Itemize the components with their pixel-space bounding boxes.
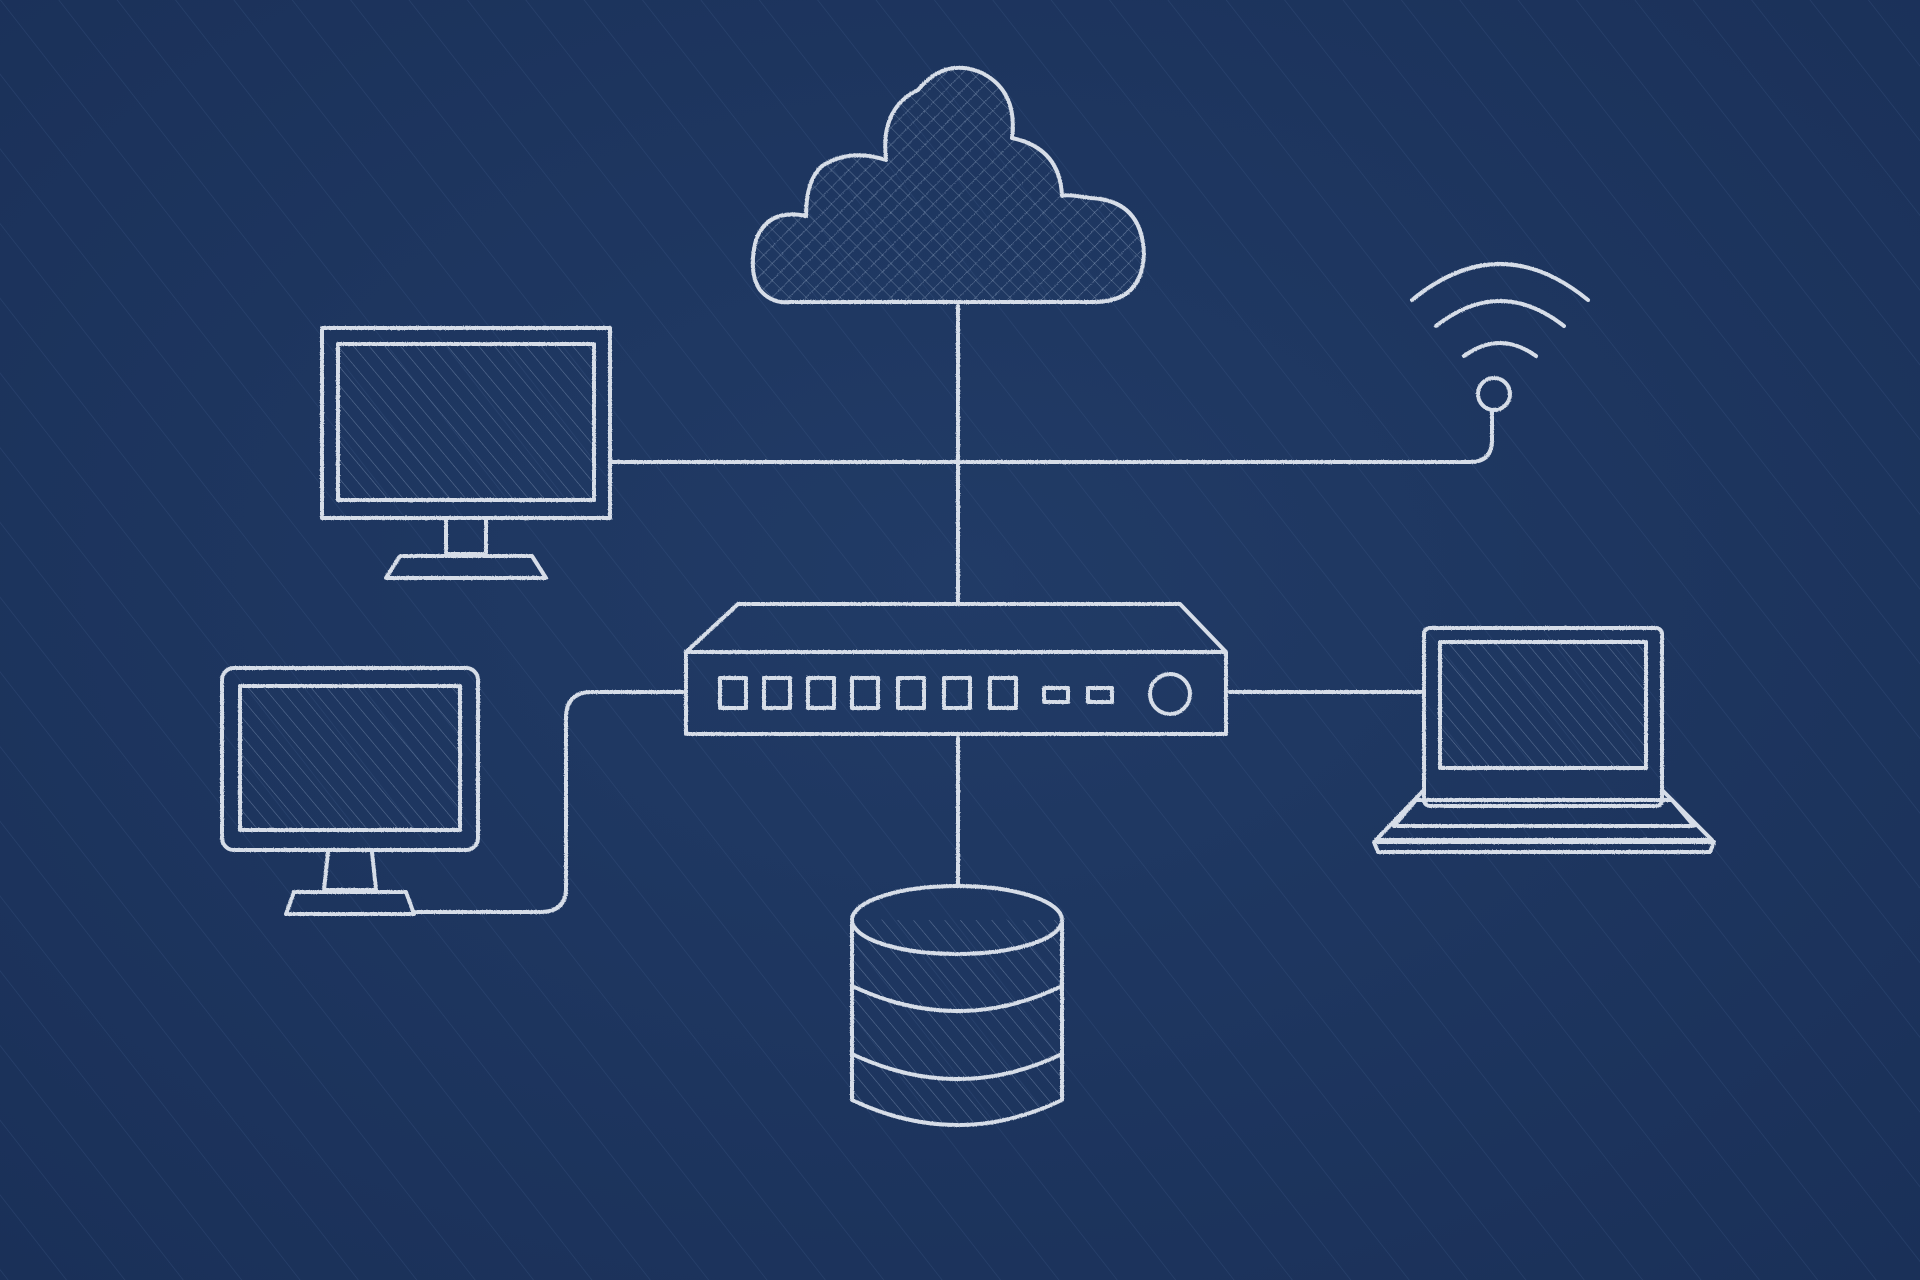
switch-port-1 — [718, 676, 748, 710]
links — [412, 304, 1494, 914]
switch-port-6 — [942, 676, 972, 710]
monitor-icon — [320, 326, 612, 580]
monitor-screen — [238, 684, 462, 832]
monitor-icon — [220, 666, 480, 916]
monitor-base — [384, 554, 548, 580]
switch-ports — [718, 676, 1018, 710]
monitor-top-left-node — [320, 326, 612, 580]
laptop-node — [1372, 626, 1716, 854]
monitor-bezel — [220, 666, 480, 852]
wifi-arc-middle — [1434, 299, 1566, 328]
switch-port-2 — [762, 676, 792, 710]
cloud-node — [750, 65, 1146, 305]
database-layer-2 — [850, 1052, 1064, 1081]
switch-port-3 — [806, 676, 836, 710]
wifi-dot — [1476, 376, 1512, 412]
monitor-bottom-left-node — [220, 666, 480, 916]
database-top — [850, 884, 1064, 956]
database-icon — [850, 884, 1064, 1127]
network-switch-icon — [684, 602, 1228, 736]
link-switch-monitor-bottom-left — [412, 690, 688, 914]
wifi-arc-inner — [1462, 341, 1538, 358]
link-monitor-wifi — [608, 410, 1494, 464]
laptop-icon — [1372, 626, 1716, 854]
laptop-screen — [1438, 640, 1648, 770]
monitor-base — [284, 890, 416, 916]
laptop-lid — [1422, 626, 1664, 808]
switch-port-7 — [988, 676, 1018, 710]
database-body — [850, 918, 1064, 1127]
wifi-icon — [1410, 262, 1590, 412]
switch-small-port-1 — [1042, 686, 1070, 704]
switch-port-4 — [850, 676, 880, 710]
switch-port-5 — [896, 676, 926, 710]
cloud-icon — [750, 65, 1146, 305]
wifi-arc-outer — [1410, 262, 1590, 302]
switch-indicator — [1148, 672, 1192, 716]
wifi-node — [1410, 262, 1590, 412]
monitor-screen — [336, 342, 596, 502]
switch-front — [684, 650, 1228, 736]
switch-small-port-2 — [1086, 686, 1114, 704]
database-layer-1 — [850, 984, 1064, 1013]
laptop-keyboard — [1392, 798, 1696, 828]
laptop-base-edge — [1372, 840, 1716, 854]
switch-node — [684, 602, 1228, 736]
database-node — [850, 884, 1064, 1127]
